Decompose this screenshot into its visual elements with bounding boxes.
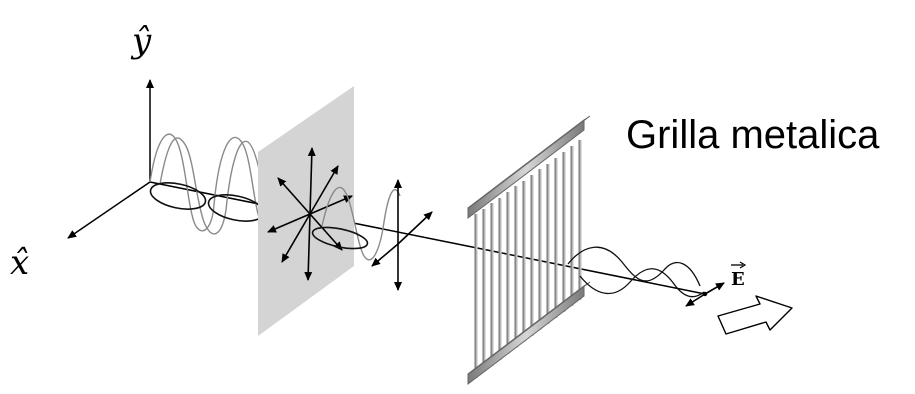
e-field-origin-dot xyxy=(703,292,707,296)
grid-top-bar xyxy=(468,120,584,218)
horizontal-component-arrow xyxy=(372,244,398,266)
horizontal-lobe-1 xyxy=(148,178,208,213)
component-cross xyxy=(372,180,432,290)
grid-bottom-bar-face xyxy=(468,282,590,374)
horizontal-component-arrow-up xyxy=(398,212,432,244)
e-field-label: E xyxy=(731,269,745,290)
x-axis xyxy=(68,182,150,238)
coordinate-axes xyxy=(68,80,705,294)
grid-title: Grilla metalica xyxy=(626,113,880,157)
e-field-arrow-forward xyxy=(705,283,724,294)
polarizer-plate xyxy=(258,86,354,336)
x-axis-label: x̂ xyxy=(10,243,29,283)
e-field-arrow xyxy=(686,283,724,306)
propagation-direction-arrow xyxy=(718,296,792,334)
y-axis-label: ŷ xyxy=(130,21,152,61)
propagation-axis xyxy=(150,182,705,294)
vertical-wave-component-2 xyxy=(160,138,266,234)
